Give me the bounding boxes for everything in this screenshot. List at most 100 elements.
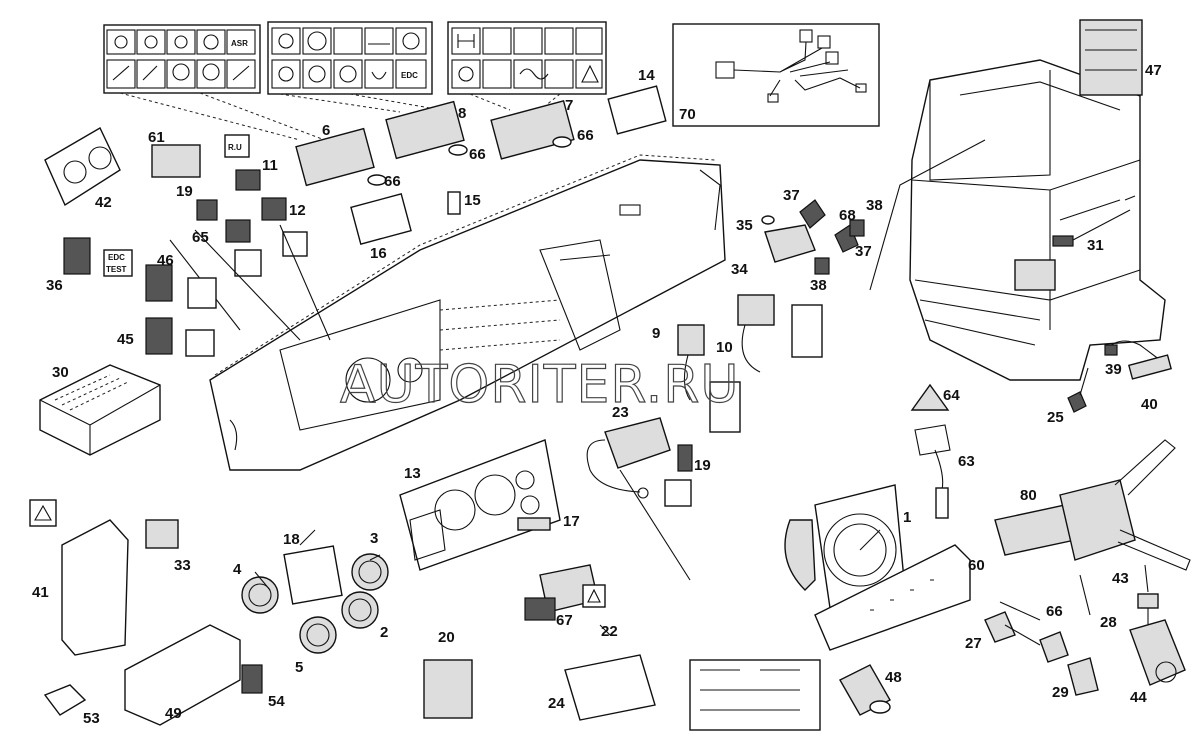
bracket-60-holes (870, 579, 934, 611)
callout-48: 48 (885, 669, 902, 686)
callout-39: 39 (1105, 361, 1122, 378)
callout-13: 13 (404, 465, 421, 482)
callout-27: 27 (965, 635, 982, 652)
bracket-60 (814, 544, 971, 651)
callout-1: 1 (903, 509, 911, 526)
symbol-12 (282, 231, 308, 257)
callout-leader-lines (254, 367, 1149, 636)
callout-53: 53 (83, 710, 100, 727)
callout-20: 20 (438, 629, 455, 646)
callout-12: 12 (289, 202, 306, 219)
part-42-gauge-housing (44, 127, 121, 207)
switch-19 (196, 199, 218, 221)
callout-15: 15 (464, 192, 481, 209)
part-63-64-sensor (910, 383, 951, 519)
callout-40: 40 (1141, 396, 1158, 413)
hazard-triangle-icon (34, 504, 52, 521)
part-1-tachograph (784, 484, 906, 609)
callout-23: 23 (612, 404, 629, 421)
hazard-symbol (29, 499, 57, 527)
callout-18: 18 (283, 531, 300, 548)
callout-44: 44 (1130, 689, 1147, 706)
callout-5: 5 (295, 659, 303, 676)
symbol-65 (234, 249, 262, 277)
switch-15 (447, 191, 461, 215)
blank-cover-16 (350, 193, 412, 245)
part-11-symbol (224, 134, 250, 158)
callout-16: 16 (370, 245, 387, 262)
part-10-connector (737, 294, 775, 373)
symbol-group-left: ASR (103, 24, 261, 94)
part-9-connector (677, 324, 705, 401)
asr-label: ASR (231, 39, 248, 48)
ru-label: R.U (228, 143, 242, 152)
callout-66c: 66 (577, 127, 594, 144)
part-17 (517, 517, 551, 531)
part-80-stalk-switch (994, 439, 1191, 571)
callout-63: 63 (958, 453, 975, 470)
switch-panel-6 (295, 127, 375, 187)
callout-30: 30 (52, 364, 69, 381)
callout-4: 4 (233, 561, 242, 578)
callout-42: 42 (95, 194, 112, 211)
callout-70: 70 (679, 106, 696, 123)
part-54 (241, 664, 263, 694)
callout-68: 68 (839, 207, 856, 224)
callout-54: 54 (268, 693, 285, 710)
callout-31: 31 (1087, 237, 1104, 254)
callout-19a: 19 (176, 183, 193, 200)
switch-11 (235, 169, 261, 191)
callout-22: 22 (601, 623, 618, 640)
callout-36: 36 (46, 277, 63, 294)
callout-41: 41 (32, 584, 49, 601)
symbol-group-middle: EDC (267, 21, 433, 95)
symbol-46 (187, 277, 217, 309)
gauges-group (241, 545, 389, 654)
symbol-9 (709, 381, 741, 433)
clip-53 (43, 684, 87, 716)
part-30-control-unit (39, 364, 161, 456)
part-20 (423, 659, 473, 719)
callout-38b: 38 (810, 277, 827, 294)
edc-test-symbol (103, 249, 133, 277)
callout-14: 14 (638, 67, 655, 84)
edc-test-line1: EDC (108, 253, 125, 262)
callout-80: 80 (1020, 487, 1037, 504)
part-38a (849, 219, 865, 237)
callout-66d: 66 (1046, 603, 1063, 620)
callout-66b: 66 (469, 146, 486, 163)
callout-67: 67 (556, 612, 573, 629)
symbol-23 (664, 479, 692, 507)
parts-27-29-lighter (984, 611, 1099, 696)
callout-6: 6 (322, 122, 330, 139)
callout-29: 29 (1052, 684, 1069, 701)
callout-10: 10 (716, 339, 733, 356)
callout-64: 64 (943, 387, 960, 404)
parts-39-40-sensor (1104, 340, 1172, 380)
callout-43: 43 (1112, 570, 1129, 587)
callout-66a: 66 (384, 173, 401, 190)
switch-65 (225, 219, 251, 243)
callout-17: 17 (563, 513, 580, 530)
part-45 (145, 317, 173, 355)
callout-19b: 19 (694, 457, 711, 474)
symbol-10 (791, 304, 823, 358)
callout-25: 25 (1047, 409, 1064, 426)
cab-leader-line (869, 139, 986, 291)
part-31-sensor (1052, 209, 1131, 247)
part-46 (145, 264, 173, 302)
callout-24: 24 (548, 695, 565, 712)
callout-37a: 37 (783, 187, 800, 204)
callout-37b: 37 (855, 243, 872, 260)
callout-7: 7 (565, 97, 573, 114)
callout-49: 49 (165, 705, 182, 722)
part-37a (799, 199, 826, 229)
bulbs-66 (367, 136, 572, 186)
callout-2: 2 (380, 624, 388, 641)
part-61 (151, 144, 201, 178)
callout-labels: 1 2 3 4 5 6 7 8 9 10 11 12 13 14 15 16 1… (32, 62, 1162, 727)
edc-test-line2: TEST (106, 265, 127, 274)
part-25 (1067, 391, 1087, 413)
relay-33 (145, 519, 179, 549)
